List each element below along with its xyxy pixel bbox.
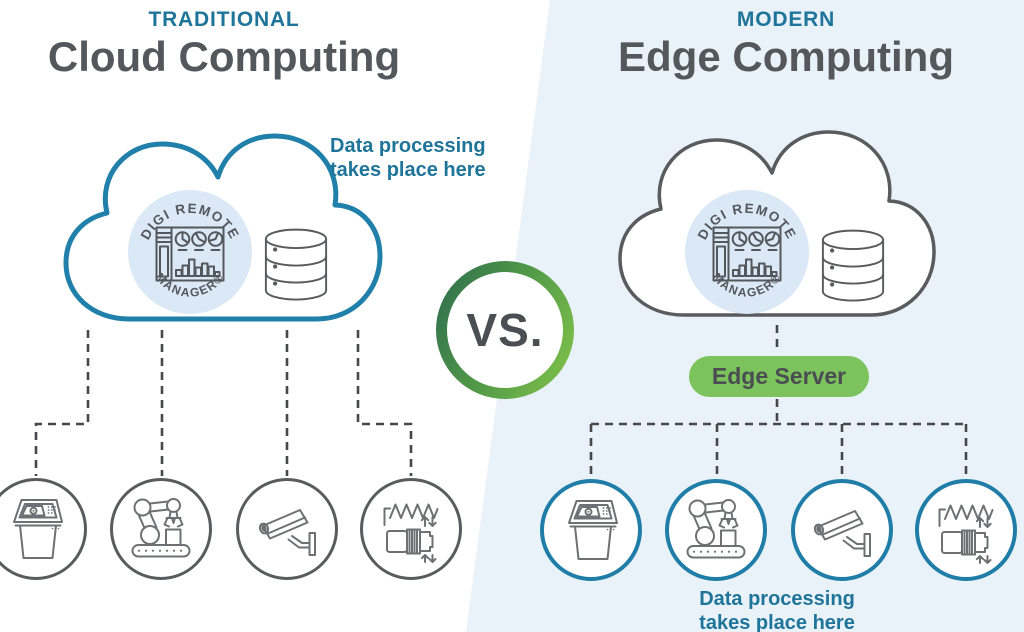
kiosk-terminal-icon xyxy=(559,496,623,564)
vs-label: VS. xyxy=(466,304,544,356)
database-icon xyxy=(819,227,887,309)
left-title: Cloud Computing xyxy=(47,33,401,80)
data-processing-annotation-edge: Data processing takes place here xyxy=(699,588,855,632)
digi-remote-manager-logo: DIGI REMOTE MANAGER® xyxy=(685,190,809,314)
robotic-arm-icon xyxy=(129,495,193,563)
device-circle-kiosk xyxy=(0,478,87,580)
device-circle-industrial-motor xyxy=(360,478,462,580)
vs-badge: VS. xyxy=(436,261,574,399)
robotic-arm-icon xyxy=(684,496,748,564)
device-circle-kiosk xyxy=(540,479,642,581)
security-camera-icon xyxy=(810,496,874,564)
digi-remote-manager-logo: DIGI REMOTE MANAGER® xyxy=(128,190,252,314)
right-eyebrow: MODERN xyxy=(736,8,836,31)
security-camera-icon xyxy=(255,495,319,563)
edge-server-pill: Edge Server xyxy=(689,356,869,397)
data-processing-annotation-cloud: Data processing takes place here xyxy=(330,135,486,181)
kiosk-terminal-icon xyxy=(4,495,68,563)
device-circle-robotic-arm xyxy=(110,478,212,580)
device-circle-industrial-motor xyxy=(915,479,1017,581)
device-circle-security-camera xyxy=(236,478,338,580)
database-icon xyxy=(262,226,330,308)
right-title: Edge Computing xyxy=(618,33,954,80)
edge-server-label: Edge Server xyxy=(711,363,847,389)
device-circle-security-camera xyxy=(791,479,893,581)
industrial-motor-icon xyxy=(934,496,998,564)
industrial-motor-icon xyxy=(379,495,443,563)
left-header: TRADITIONAL Cloud Computing xyxy=(0,8,448,79)
right-header: MODERN Edge Computing xyxy=(566,8,1006,79)
device-circle-robotic-arm xyxy=(665,479,767,581)
left-eyebrow: TRADITIONAL xyxy=(148,8,300,31)
